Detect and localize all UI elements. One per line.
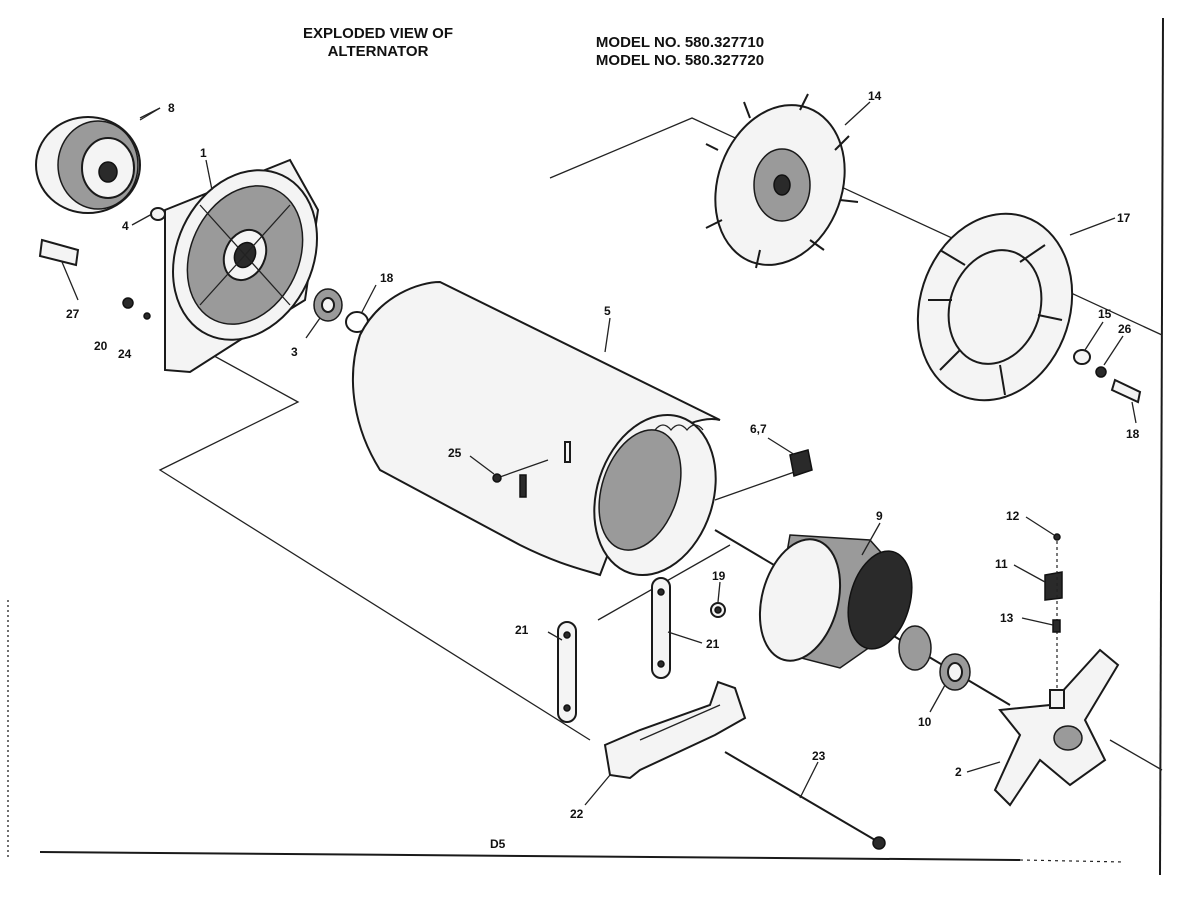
title-line-2: ALTERNATOR (328, 43, 429, 60)
callout-27: 27 (66, 307, 80, 321)
callout-19: 19 (712, 569, 726, 583)
part-9-rotor (714, 529, 1011, 706)
callout-22: 22 (570, 807, 584, 821)
diagram-title: EXPLODED VIEW OF ALTERNATOR (303, 25, 453, 60)
callout-1: 1 (200, 146, 207, 160)
callout-11: 11 (995, 557, 1008, 571)
callout-labels: 8 1 4 27 20 24 3 18 5 14 17 15 26 18 25 … (66, 89, 1140, 821)
part-14-fan (705, 93, 859, 269)
leader-lines (61, 101, 1137, 806)
callout-4: 4 (122, 219, 129, 233)
callout-6-7: 6,7 (750, 422, 767, 436)
page-code: D5 (490, 837, 506, 851)
callout-5: 5 (604, 304, 611, 318)
model-numbers: MODEL NO. 580.327710 MODEL NO. 580.32772… (596, 34, 764, 69)
callout-21-left: 21 (515, 623, 529, 637)
part-25-screw (492, 441, 571, 483)
callout-24: 24 (118, 347, 132, 361)
part-1-end-bracket (164, 158, 320, 374)
part-17-end-cover (916, 212, 1074, 402)
callout-23: 23 (812, 749, 826, 763)
part-8-pulley (35, 107, 161, 214)
part-3-bearing (313, 288, 343, 322)
part-10-bearing (939, 653, 971, 691)
title-line-1: EXPLODED VIEW OF (303, 25, 453, 42)
part-2-end-bracket (993, 648, 1120, 807)
part-6-7-brush (789, 449, 813, 477)
callout-10: 10 (918, 715, 932, 729)
part-21-strap-right (651, 577, 671, 679)
callout-15: 15 (1098, 307, 1112, 321)
model-line-2: MODEL NO. 580.327720 (596, 52, 764, 69)
callout-13: 13 (1000, 611, 1014, 625)
callout-20: 20 (94, 339, 108, 353)
callout-25: 25 (448, 446, 462, 460)
model-line-1: MODEL NO. 580.327710 (596, 34, 764, 51)
part-23-bolt (724, 751, 886, 850)
callout-26: 26 (1118, 322, 1132, 336)
callout-2: 2 (955, 765, 962, 779)
part-19-nut (710, 602, 726, 618)
small-hardware-left (38, 207, 166, 320)
callout-21-right: 21 (706, 637, 720, 651)
callout-8: 8 (168, 101, 175, 115)
callout-3: 3 (291, 345, 298, 359)
part-5-stator-housing (351, 280, 721, 577)
part-11-terminal (1044, 533, 1063, 690)
part-21-strap-left (557, 621, 577, 723)
callout-9: 9 (876, 509, 883, 523)
callout-17: 17 (1117, 211, 1131, 225)
part-22-base-bracket (603, 680, 747, 780)
callout-18-right: 18 (1126, 427, 1140, 441)
callout-14: 14 (868, 89, 882, 103)
callout-12: 12 (1006, 509, 1020, 523)
small-hardware-right (1073, 349, 1142, 404)
page-frame (7, 17, 1164, 876)
callout-18-left: 18 (380, 271, 394, 285)
